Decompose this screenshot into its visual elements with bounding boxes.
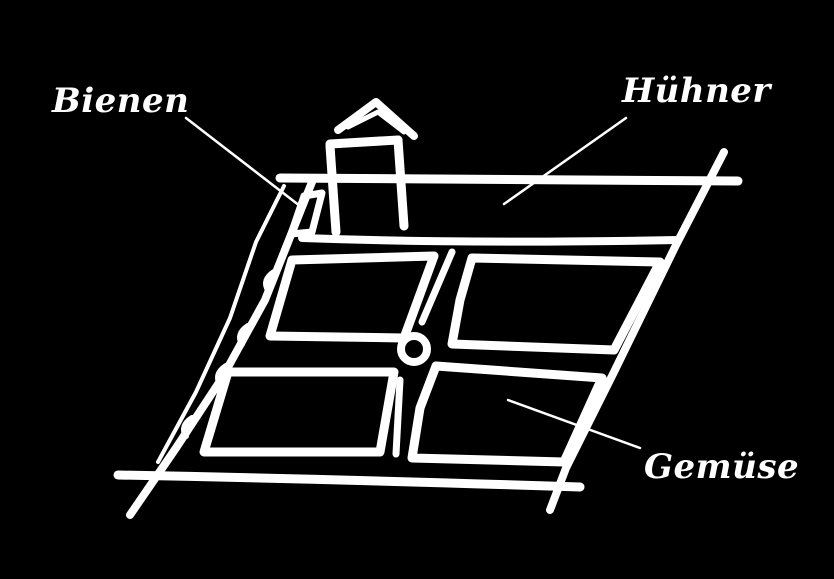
center-circle [397, 332, 431, 366]
bed-top-right [447, 253, 665, 355]
bed-bottom-left [199, 367, 399, 457]
coop-top-wall [325, 135, 403, 149]
edge-marks [181, 269, 277, 439]
central-path [392, 248, 456, 458]
coop-right-wall [393, 135, 409, 231]
pointer-bienen [184, 116, 302, 208]
coop-left-wall [325, 141, 341, 237]
label-bienen: Bienen [52, 81, 190, 121]
bottom-border-line [113, 470, 585, 492]
edge-mark-4 [181, 415, 195, 439]
top-border-line [275, 173, 743, 186]
bed-top-left [265, 251, 439, 343]
chicken-coop [325, 98, 418, 237]
pointer-huehner [502, 116, 628, 206]
edge-mark-1 [263, 269, 277, 293]
coop-roof [334, 98, 418, 140]
path-line-upper [418, 248, 456, 326]
path-line-lower [392, 376, 404, 458]
chicken-area-lower-line [298, 234, 682, 246]
beehive-icon [287, 189, 326, 238]
label-huehner: Hühner [622, 71, 771, 111]
label-gemuese: Gemüse [644, 447, 800, 487]
coop-roof-inner [345, 109, 407, 135]
left-border-line [126, 178, 316, 519]
left-inner-edge-line [156, 184, 286, 464]
beehive-box [287, 189, 326, 238]
pointer-lines [184, 116, 642, 450]
edge-mark-2 [237, 323, 251, 347]
bed-bottom-right [407, 361, 607, 467]
pointer-gemuese [506, 398, 642, 450]
edge-mark-3 [215, 363, 229, 387]
right-border-line [546, 148, 728, 514]
